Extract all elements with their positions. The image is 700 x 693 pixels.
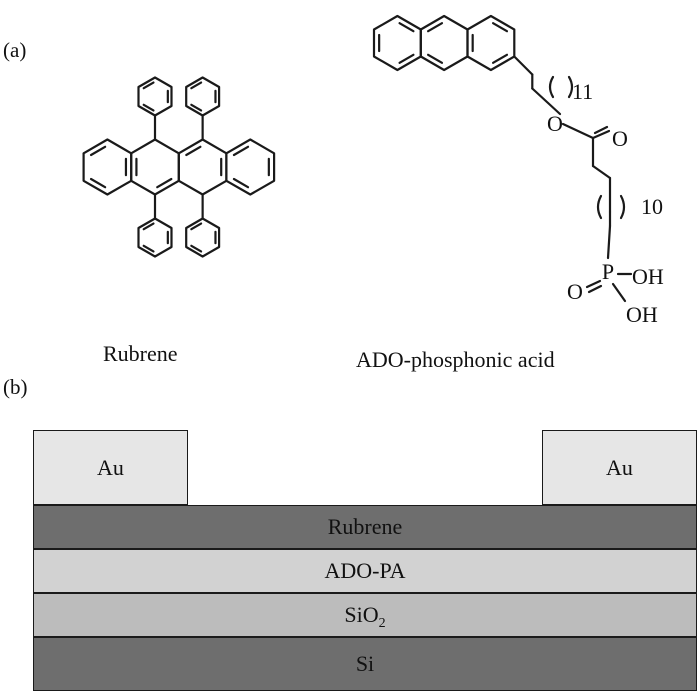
atom-phosphorus: P: [602, 259, 614, 284]
p-oh-bond: [611, 282, 627, 303]
double-bond: [142, 103, 155, 112]
carbonyl-bond: [591, 129, 611, 140]
repeat-bracket-right-11: [567, 75, 574, 99]
ado-pa-caption: ADO-phosphonic acid: [356, 347, 555, 372]
gold-contact-left-label: Au: [97, 454, 124, 480]
repeat-count-10: 10: [641, 194, 663, 219]
carbonyl-double-bond: [593, 125, 609, 135]
si-substrate-layer: Si: [33, 637, 697, 691]
rubrene-layer-label: Rubrene: [327, 514, 403, 539]
anthracene-ring-2: [419, 14, 469, 72]
double-bond: [398, 53, 415, 64]
sio2-subscript: 2: [378, 616, 386, 631]
p-bond: [606, 224, 612, 260]
rubrene-ring-left: [82, 138, 133, 196]
double-bond: [190, 244, 203, 253]
double-bond: [398, 22, 415, 33]
repeat-bracket-left-11: [548, 75, 555, 99]
sio2-text: SiO: [344, 602, 379, 627]
gold-contact-left: Au: [33, 430, 188, 505]
p-o-double-bond: [585, 279, 602, 289]
double-bond: [185, 145, 202, 157]
atom-phosphoryl-oxygen: O: [567, 279, 583, 304]
rubrene-layer: Rubrene: [33, 505, 697, 549]
double-bond: [89, 177, 107, 189]
chain-bond: [531, 87, 562, 116]
panel-label-a: (a): [3, 38, 27, 62]
rubrene-phenyl-3: [137, 217, 173, 258]
rubrene-structure: [82, 76, 276, 258]
si-layer-label: Si: [355, 651, 375, 676]
double-bond: [89, 145, 107, 157]
ado-phosphonic-acid-structure: [372, 14, 633, 303]
repeat-bracket-right-10: [619, 194, 626, 220]
double-bond: [426, 53, 444, 64]
ado-pa-layer: ADO-PA: [33, 549, 697, 593]
chemical-structures: 11 10 O O P O OH OH: [82, 14, 664, 327]
anthracene-ring-3: [466, 14, 516, 72]
rubrene-phenyl-4: [185, 217, 221, 258]
chain-bond: [513, 55, 534, 76]
ado-pa-layer-label: ADO-PA: [324, 558, 406, 583]
anthracene-ring-1: [372, 14, 422, 72]
double-bond: [426, 22, 444, 33]
double-bond: [142, 81, 155, 90]
double-bond: [190, 222, 203, 231]
gold-contact-right: Au: [542, 430, 697, 505]
double-bond: [142, 222, 155, 231]
double-bond: [156, 177, 173, 189]
ester-bond: [561, 122, 595, 140]
rubrene-caption: Rubrene: [103, 341, 178, 366]
sio2-layer: SiO2: [33, 593, 697, 637]
double-bond: [492, 22, 509, 33]
gold-contact-right-label: Au: [606, 454, 633, 480]
double-bond: [190, 103, 203, 112]
p-o-double-bond: [587, 284, 603, 294]
chain-bond: [591, 164, 612, 180]
hydroxyl-bottom: OH: [626, 302, 658, 327]
atom-carbonyl-oxygen: O: [612, 126, 628, 151]
rubrene-ring-right: [225, 138, 276, 196]
rubrene-phenyl-2: [185, 76, 221, 117]
atom-ester-oxygen: O: [547, 111, 563, 136]
repeat-bracket-left-10: [596, 194, 603, 220]
double-bond: [232, 177, 250, 189]
sio2-layer-label: SiO2: [344, 602, 385, 631]
double-bond: [492, 53, 509, 64]
panel-label-b: (b): [3, 375, 28, 399]
double-bond: [142, 244, 155, 253]
rubrene-phenyl-1: [137, 76, 173, 117]
repeat-count-11: 11: [572, 79, 593, 104]
rubrene-ring-center-left: [130, 138, 180, 196]
double-bond: [232, 145, 250, 157]
rubrene-ring-center-right: [177, 138, 228, 196]
double-bond: [190, 81, 203, 90]
hydroxyl-top: OH: [632, 264, 664, 289]
